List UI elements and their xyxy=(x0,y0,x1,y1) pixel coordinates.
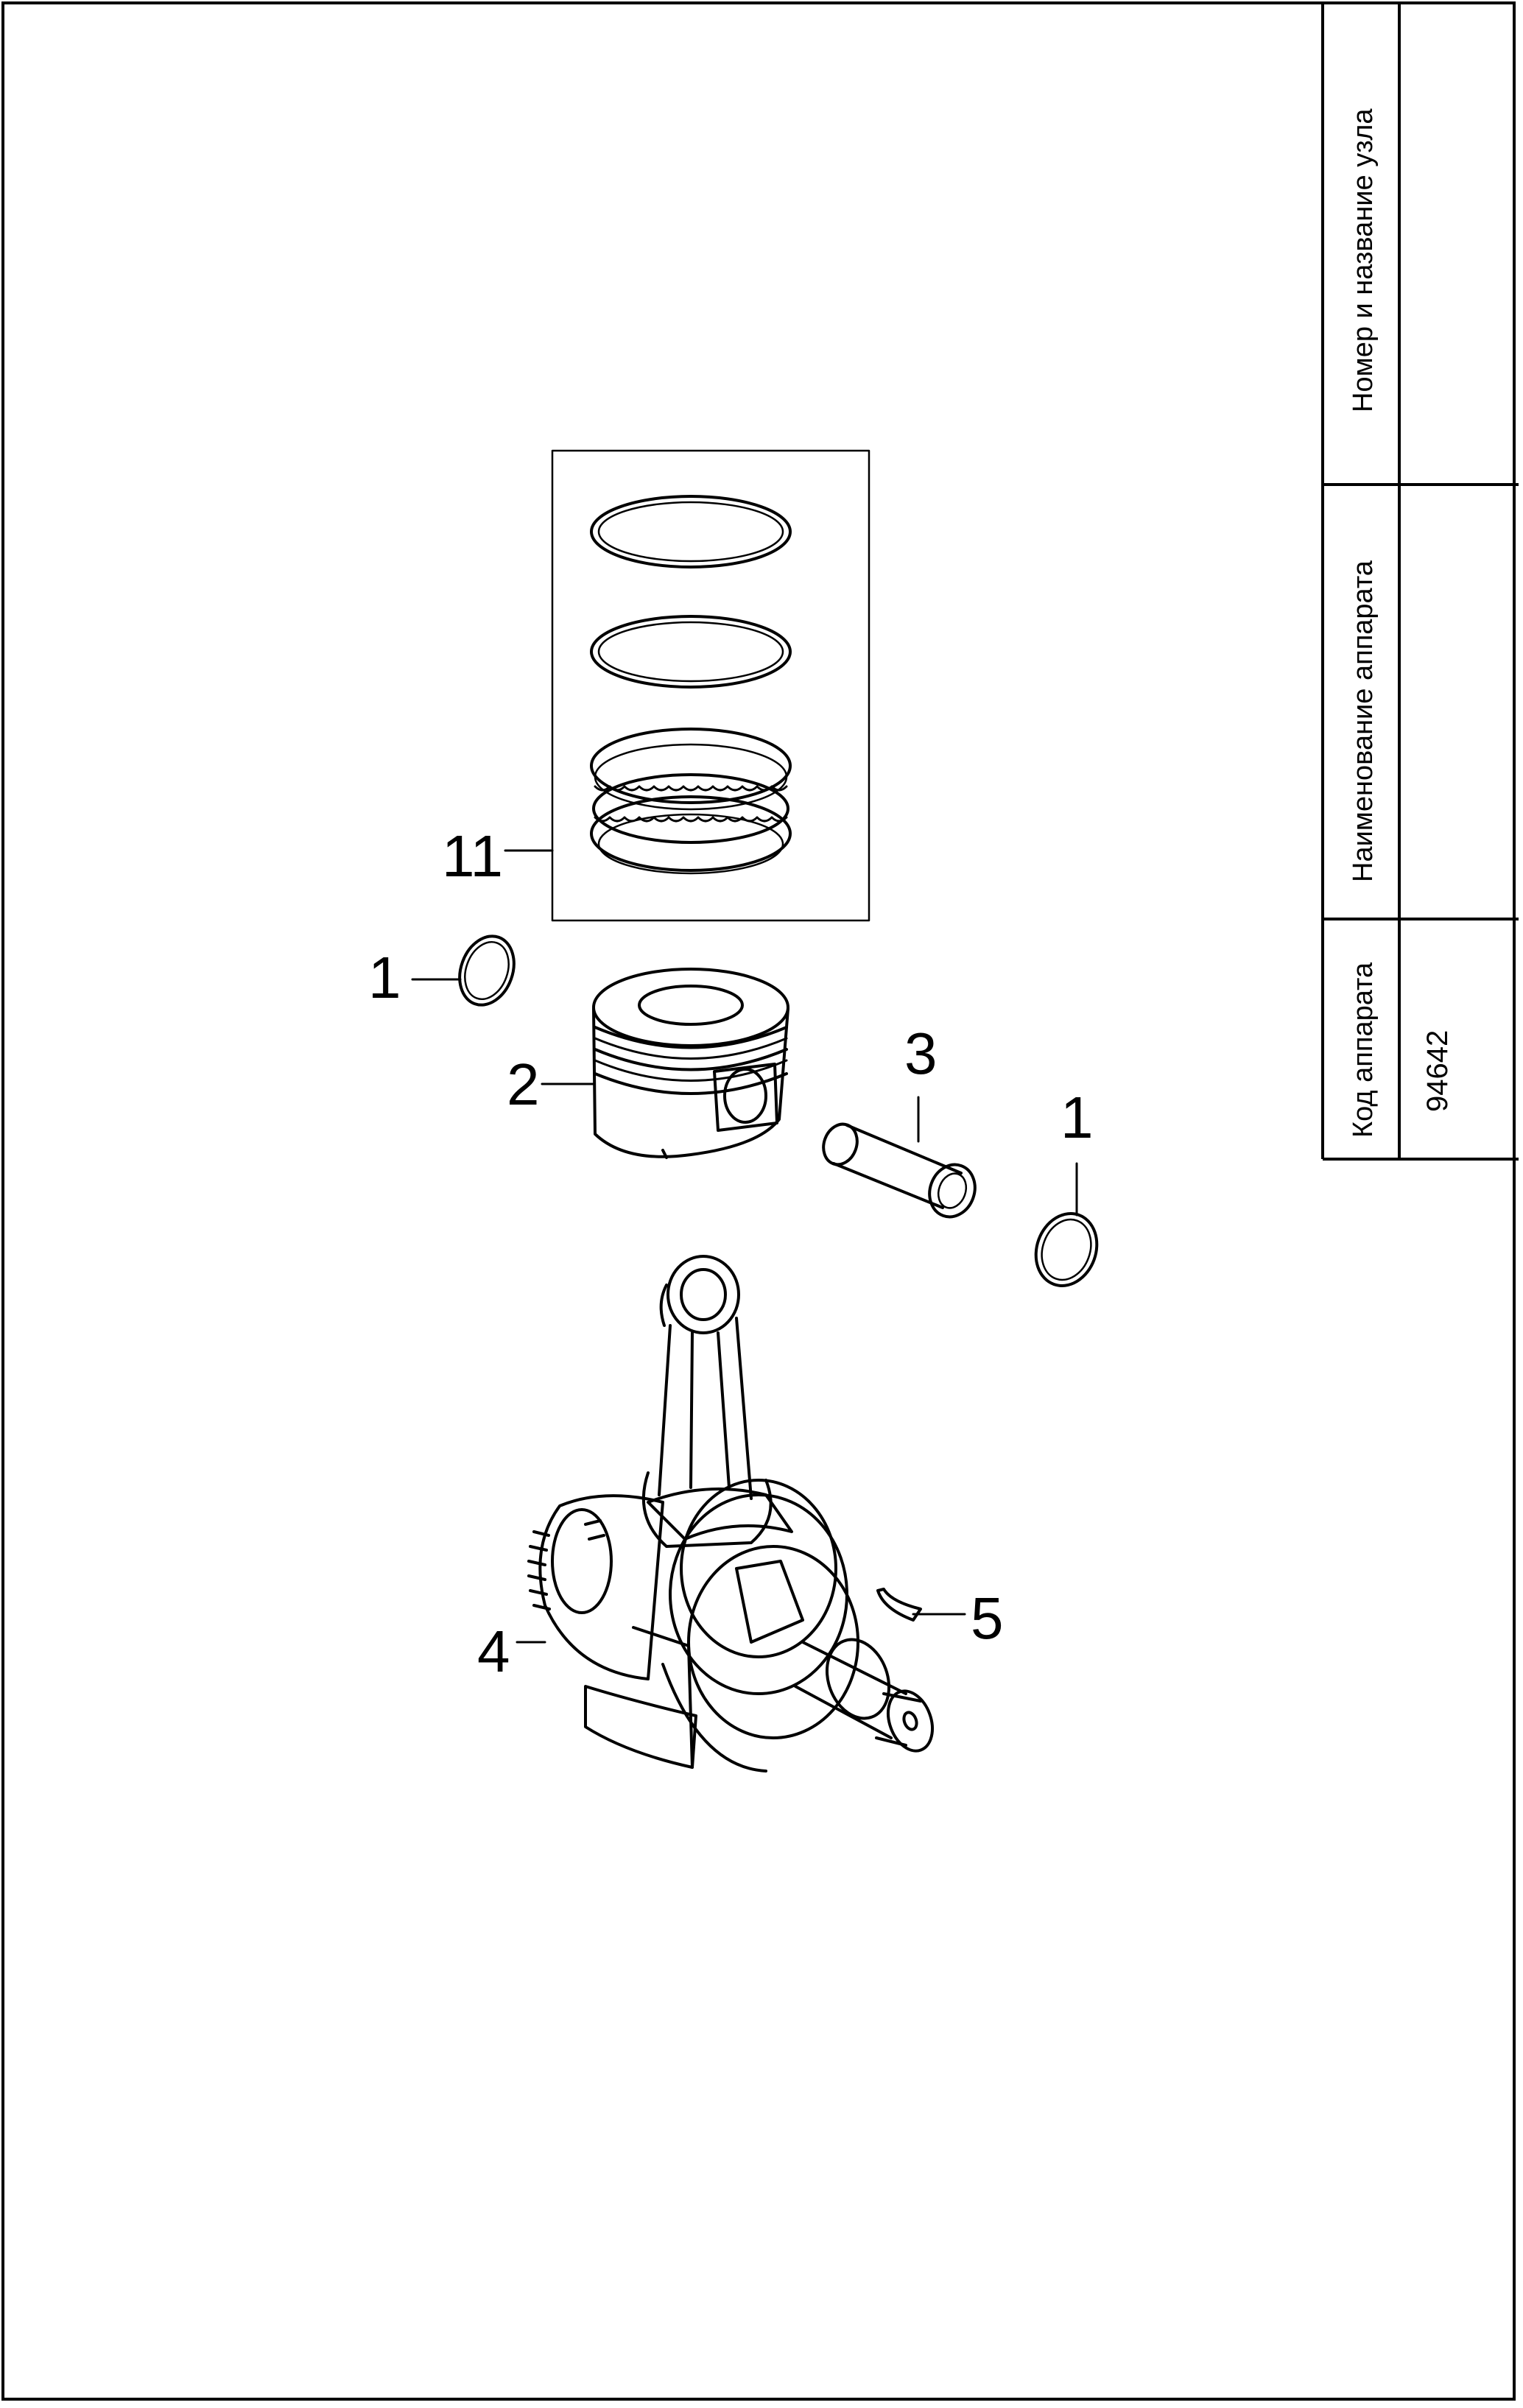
callout-4: 4 xyxy=(477,1619,510,1684)
piston-ring-set xyxy=(551,449,870,922)
piston xyxy=(592,968,789,1159)
leader-lines xyxy=(411,849,1078,1644)
callout-2: 2 xyxy=(507,1052,540,1117)
callout-11: 11 xyxy=(442,823,503,889)
callout-5: 5 xyxy=(971,1585,1004,1651)
circlip-upper xyxy=(458,934,516,1007)
callout-3: 3 xyxy=(904,1021,938,1086)
circlip-lower xyxy=(1034,1212,1099,1287)
callout-1-upper: 1 xyxy=(368,945,401,1010)
crankshaft-assembly xyxy=(527,1255,934,1772)
piston-pin xyxy=(822,1122,977,1219)
callout-1-lower: 1 xyxy=(1061,1085,1094,1150)
woodruff-key xyxy=(876,1588,922,1622)
